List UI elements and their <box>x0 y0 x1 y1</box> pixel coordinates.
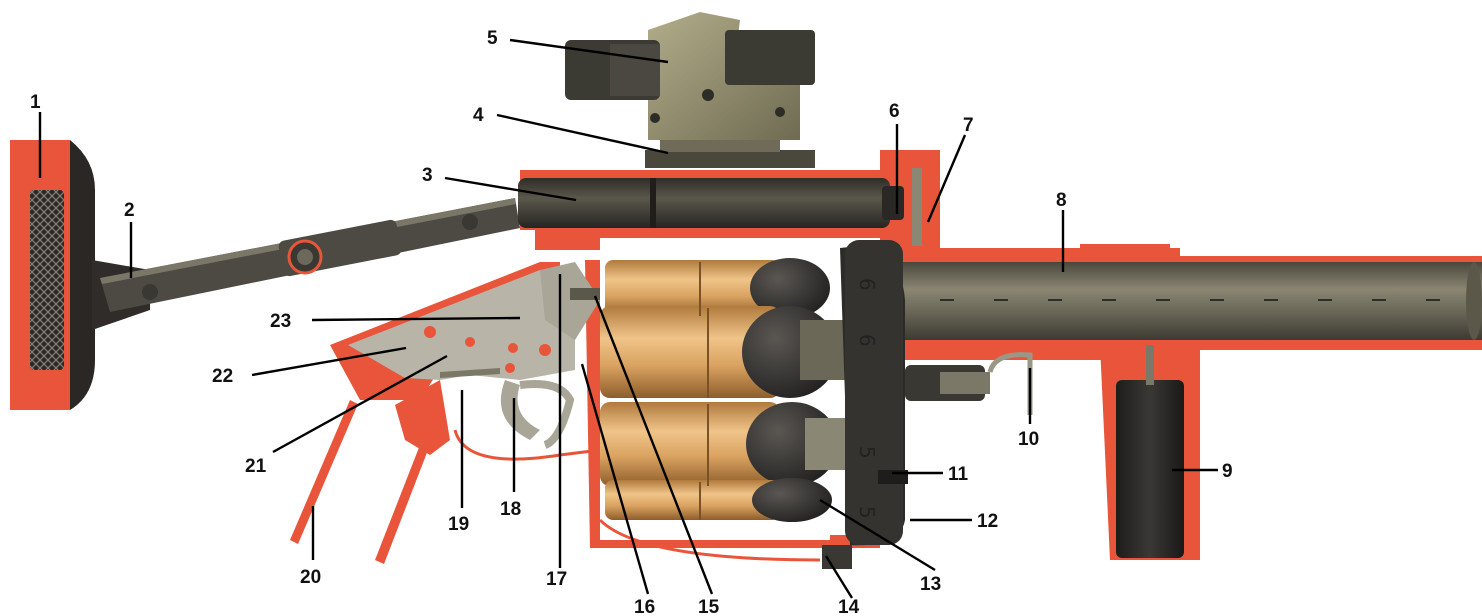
cylinder-marking: 6 <box>855 278 879 291</box>
cylinder-grenades <box>600 258 860 522</box>
foregrip <box>1100 345 1200 560</box>
callout-22: 22 <box>212 366 233 387</box>
callout-9: 9 <box>1222 461 1233 482</box>
callout-5: 5 <box>487 28 498 49</box>
upper-tube <box>518 178 904 228</box>
cylinder-marking: 5 <box>855 506 879 519</box>
callout-12: 12 <box>977 511 998 532</box>
cylinder-marking: 6 <box>855 334 879 347</box>
callout-10: 10 <box>1018 429 1039 450</box>
optical-sight <box>565 12 815 168</box>
callout-8: 8 <box>1056 190 1067 211</box>
callout-17: 17 <box>546 569 567 590</box>
callout-19: 19 <box>448 514 469 535</box>
stock-arm <box>100 198 520 312</box>
callout-7: 7 <box>963 115 974 136</box>
callout-3: 3 <box>422 165 433 186</box>
leader-lines <box>38 38 1218 599</box>
callout-18: 18 <box>500 499 521 520</box>
cylinder-face: 6 6 5 5 <box>822 168 1033 569</box>
callout-23: 23 <box>270 311 291 332</box>
recoil-pad-mesh <box>30 190 64 370</box>
callout-labels: 1 2 3 4 5 6 7 8 9 10 11 12 13 14 15 16 1… <box>30 28 1233 616</box>
trigger-mechanism <box>348 262 600 449</box>
callout-2: 2 <box>124 200 135 221</box>
callout-11: 11 <box>948 464 969 485</box>
callout-13: 13 <box>920 574 941 595</box>
callout-6: 6 <box>889 101 900 122</box>
barrel <box>880 262 1482 340</box>
callout-21: 21 <box>245 456 267 477</box>
callout-20: 20 <box>300 567 321 588</box>
callout-1: 1 <box>30 92 41 113</box>
buttstock <box>10 140 150 410</box>
callout-14: 14 <box>838 597 860 616</box>
cylinder-marking: 5 <box>855 446 879 459</box>
callout-4: 4 <box>473 105 484 126</box>
callout-16: 16 <box>634 597 655 616</box>
callout-15: 15 <box>698 597 720 616</box>
